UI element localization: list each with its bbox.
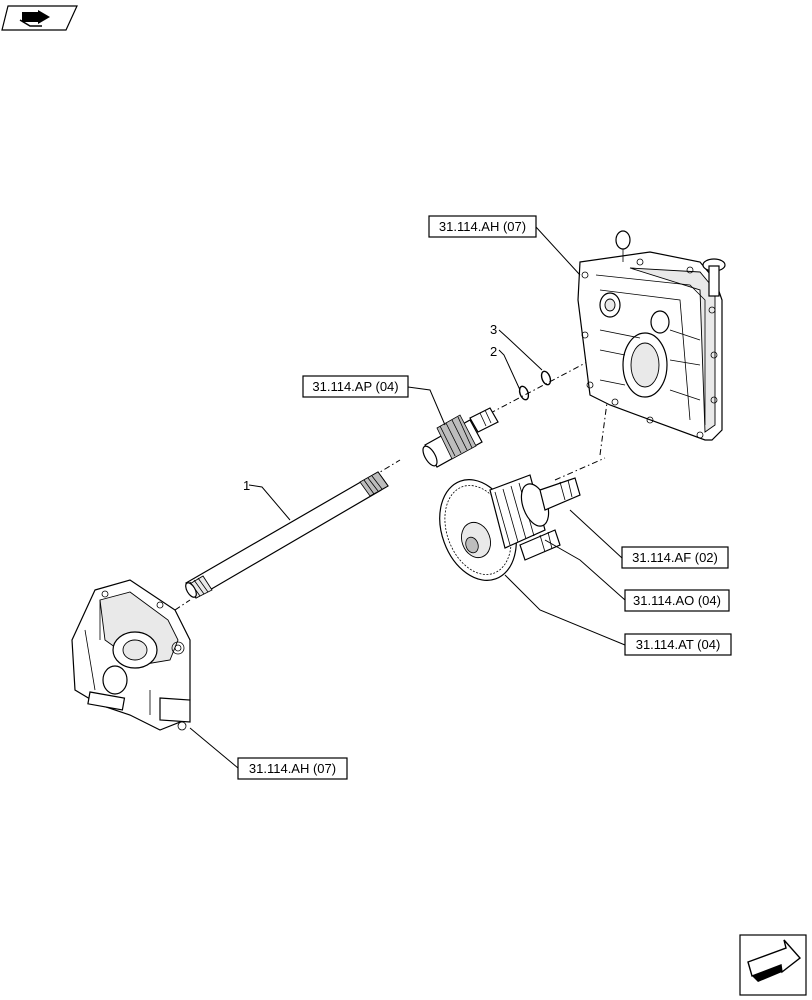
leader-gear-af: [569, 509, 623, 559]
next-page-arrow-icon[interactable]: [739, 934, 807, 996]
callout-gear-af[interactable]: 31.114.AF (02): [621, 546, 729, 569]
lower-housing: [71, 579, 191, 731]
gear-axis-line-2: [554, 457, 606, 481]
leader-gear-ao: [544, 539, 626, 601]
pinion-gear: [422, 407, 499, 468]
snap-ring-large: [540, 370, 552, 386]
callout-housing-top-text: 31.114.AH (07): [439, 219, 526, 234]
snap-ring-small: [518, 385, 530, 401]
book-arrow-icon[interactable]: [1, 5, 78, 31]
item-number-shaft: 1: [243, 478, 250, 493]
callout-gear-at[interactable]: 31.114.AT (04): [624, 633, 732, 656]
callout-housing-top[interactable]: 31.114.AH (07): [428, 215, 537, 238]
drive-shaft: [185, 471, 389, 599]
callout-gear-af-text: 31.114.AF (02): [632, 550, 718, 565]
leader-housing-bottom: [189, 727, 239, 769]
callout-housing-bottom-text: 31.114.AH (07): [249, 761, 336, 776]
leader-ring-small: [498, 349, 521, 391]
callout-gear-ap-text: 31.114.AP (04): [312, 379, 398, 394]
item-number-ring-small: 2: [490, 344, 497, 359]
leader-housing-top: [535, 226, 581, 276]
leader-gear-at: [504, 574, 626, 646]
item-number-ring-large: 3: [490, 322, 497, 337]
upper-housing: [577, 230, 726, 441]
callout-housing-bottom[interactable]: 31.114.AH (07): [237, 757, 348, 780]
callout-gear-at-text: 31.114.AT (04): [636, 637, 721, 652]
callout-gear-ap[interactable]: 31.114.AP (04): [302, 375, 409, 398]
callout-gear-ao-text: 31.114.AO (04): [633, 593, 721, 608]
gear-cluster: [439, 474, 581, 581]
leader-shaft: [248, 484, 291, 521]
callout-gear-ao[interactable]: 31.114.AO (04): [624, 589, 730, 612]
leader-gear-ap: [407, 386, 446, 426]
leader-ring-large: [498, 329, 543, 371]
